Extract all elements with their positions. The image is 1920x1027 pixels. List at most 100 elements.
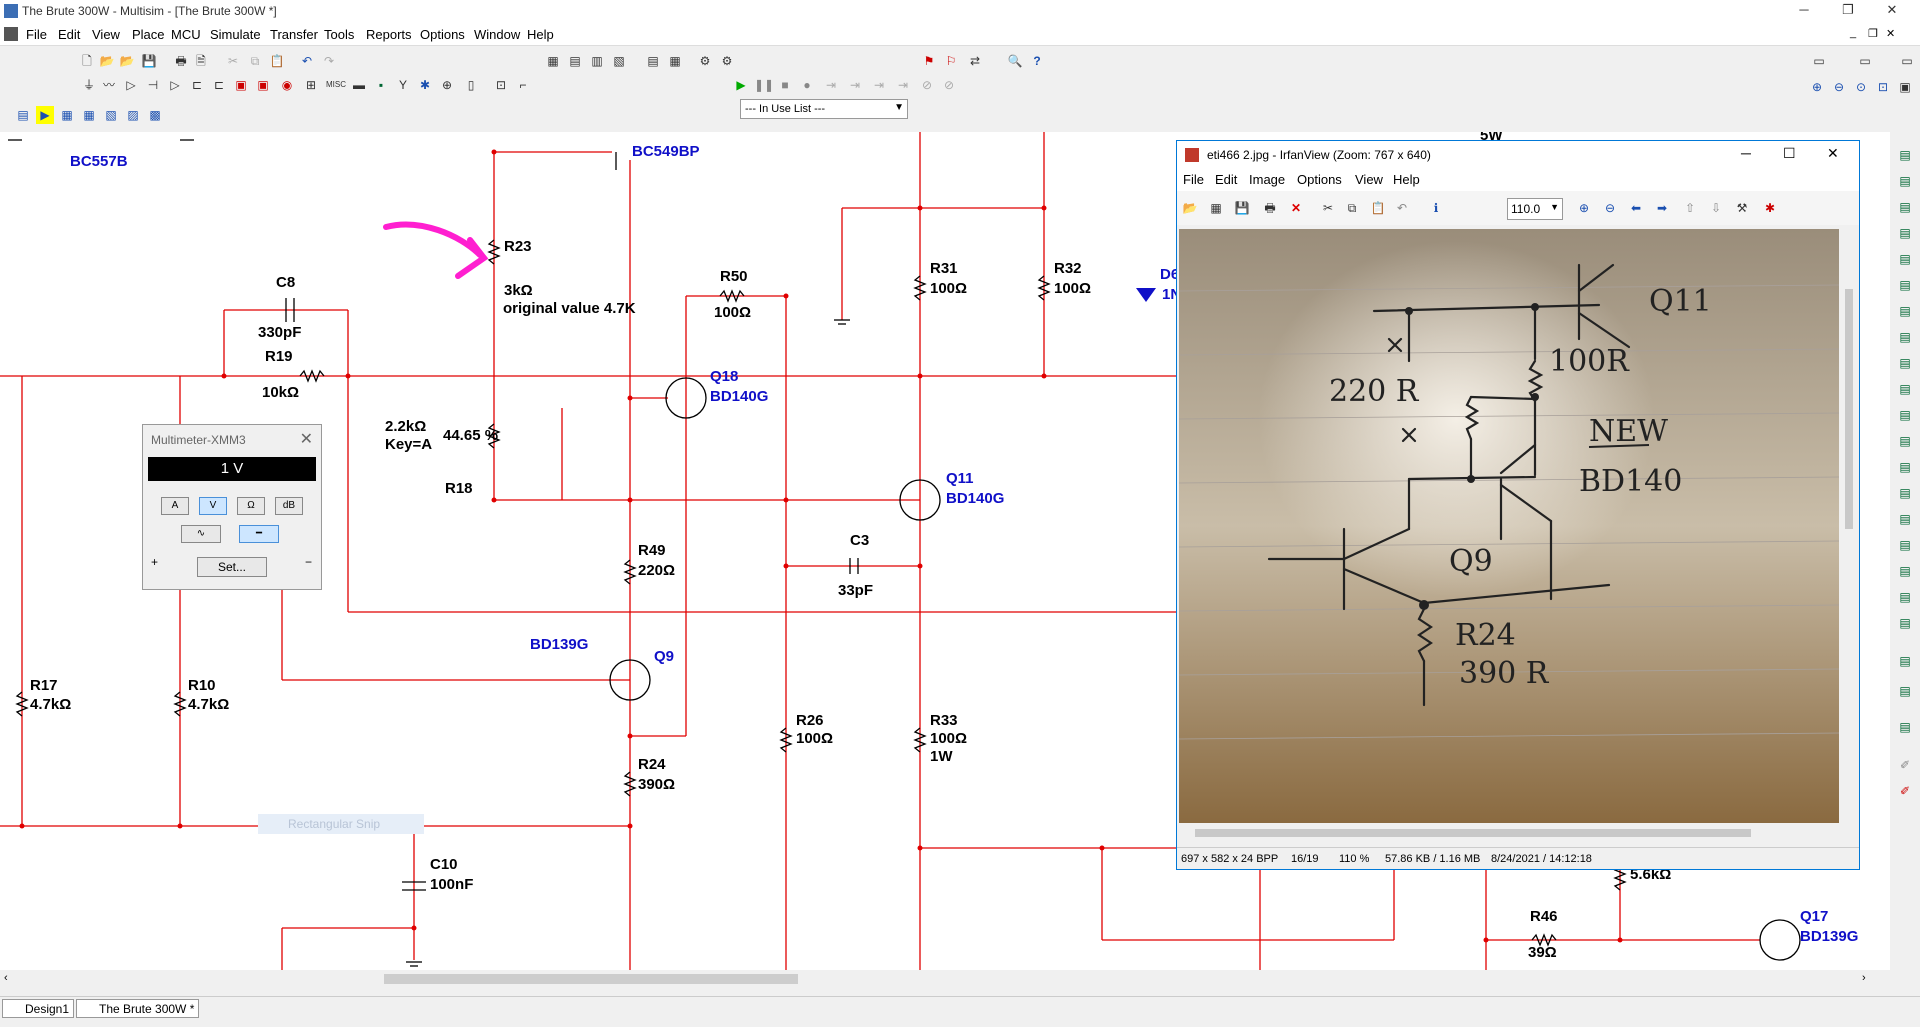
print-icon[interactable]: 🖶 — [1264, 201, 1276, 215]
set-button[interactable]: Set... — [197, 557, 267, 577]
open-icon[interactable]: 📂 — [99, 54, 115, 68]
menu-mcu[interactable]: MCU — [171, 27, 201, 42]
step-icon[interactable]: ● — [803, 78, 811, 92]
minimize-button[interactable]: ─ — [1741, 145, 1751, 161]
save-icon[interactable]: 💾 — [1234, 201, 1250, 215]
database-icon[interactable]: ▥ — [591, 54, 603, 68]
zoom-out-icon[interactable]: ⊖ — [1833, 80, 1845, 94]
misc-icon[interactable]: MISC — [326, 80, 346, 89]
step-into-icon[interactable]: ⇥ — [825, 78, 837, 92]
menu-image[interactable]: Image — [1249, 172, 1286, 187]
menu-view[interactable]: View — [92, 27, 120, 42]
connector-icon[interactable]: ⊕ — [441, 78, 453, 92]
four-channel-scope-icon[interactable]: ▤ — [1899, 252, 1911, 266]
ac-mode-button[interactable]: ∿ — [181, 525, 221, 543]
menu-file[interactable]: File — [26, 27, 47, 42]
panel-icon[interactable]: ▭ — [1901, 54, 1913, 68]
scroll-thumb[interactable] — [1195, 829, 1751, 837]
hierarchical-icon[interactable]: ⊡ — [495, 78, 507, 92]
restore-button[interactable]: ❐ — [1842, 2, 1854, 17]
erc-icon[interactable]: ⚑ — [923, 54, 935, 68]
voltmeter-button[interactable]: V — [199, 497, 227, 515]
menu-help[interactable]: Help — [527, 27, 554, 42]
multimeter-icon[interactable]: ▤ — [1899, 148, 1911, 162]
erc-clear-icon[interactable]: ⚐ — [945, 54, 957, 68]
breakpoint-icon[interactable]: ⊘ — [921, 78, 933, 92]
menu-simulate[interactable]: Simulate — [210, 27, 261, 42]
paste-icon[interactable]: 📋 — [269, 54, 285, 68]
menu-reports[interactable]: Reports — [366, 27, 412, 42]
menu-edit[interactable]: Edit — [1215, 172, 1238, 187]
scroll-thumb[interactable] — [1845, 289, 1853, 529]
remove-breakpoints-icon[interactable]: ⊘ — [943, 78, 955, 92]
transistor-icon[interactable]: ⊣ — [147, 78, 159, 92]
electromech-icon[interactable]: Y — [398, 78, 407, 92]
screen-icon[interactable]: ▭ — [1859, 54, 1871, 68]
measure-icon[interactable]: ▨ — [127, 108, 139, 122]
paste-icon[interactable]: 📋 — [1370, 201, 1386, 215]
toggle-grid-icon[interactable]: ▦ — [547, 54, 559, 68]
in-use-list-dropdown[interactable]: --- In Use List --- ▼ — [740, 99, 908, 119]
spreadsheet-icon[interactable]: ▤ — [569, 54, 581, 68]
thumbnails-icon[interactable]: ▦ — [1210, 201, 1222, 215]
labview-icon[interactable]: ▤ — [1899, 616, 1911, 630]
in-use-icon[interactable]: ⚙ — [721, 54, 733, 68]
undo-icon[interactable]: ↶ — [1396, 201, 1408, 215]
tab-the-brute-300w[interactable]: The Brute 300W * — [76, 999, 200, 1018]
menu-window[interactable]: Window — [474, 27, 521, 42]
tektronix-scope-icon[interactable]: ▤ — [1899, 590, 1911, 604]
analog-icon[interactable]: ▷ — [170, 78, 180, 92]
zoom-area-icon[interactable]: ⊙ — [1855, 80, 1867, 94]
scroll-left-icon[interactable]: ‹ — [4, 972, 8, 984]
menu-transfer[interactable]: Transfer — [270, 27, 318, 42]
open-icon[interactable]: 📂 — [1182, 201, 1198, 215]
menu-tools[interactable]: Tools — [324, 27, 355, 42]
advanced-icon[interactable]: ▬ — [353, 78, 365, 92]
ni-icon[interactable]: ✱ — [419, 78, 431, 92]
stop-icon[interactable]: ■ — [781, 78, 789, 92]
run-to-cursor-icon[interactable]: ⇥ — [897, 78, 909, 92]
grapher-icon[interactable]: ▤ — [17, 108, 29, 122]
dc-mode-button[interactable]: ━ — [239, 525, 279, 543]
logic-analyzer-icon[interactable]: ▤ — [1899, 382, 1911, 396]
ammeter-button[interactable]: A — [161, 497, 189, 515]
vertical-scrollbar[interactable] — [1841, 229, 1857, 823]
print-preview-icon[interactable]: 🗎 — [196, 54, 206, 68]
delete-icon[interactable]: ✕ — [1290, 201, 1302, 215]
close-icon[interactable]: ✕ — [299, 431, 313, 448]
network-analyzer-icon[interactable]: ▤ — [1899, 486, 1911, 500]
ttl-icon[interactable]: ⊏ — [191, 78, 203, 92]
graph-icon[interactable]: ▧ — [613, 54, 625, 68]
agilent-multimeter-icon[interactable]: ▤ — [1899, 538, 1911, 552]
copy-icon[interactable]: ⧉ — [250, 54, 260, 68]
zoom-sheet-icon[interactable]: ⊡ — [1877, 80, 1889, 94]
cut-icon[interactable]: ✂ — [1322, 201, 1334, 215]
canvas-horizontal-scrollbar[interactable]: ‹ › — [0, 970, 1890, 988]
new-icon[interactable]: 🗋 — [82, 54, 92, 68]
last-page-icon[interactable]: ⇩ — [1710, 201, 1722, 215]
mixed-icon[interactable]: ▣ — [257, 78, 269, 92]
zoom-in-icon[interactable]: ⊕ — [1811, 80, 1823, 94]
zoom-find-icon[interactable]: 🔍 — [1007, 54, 1023, 68]
sweep-icon[interactable]: ▧ — [105, 108, 117, 122]
ac-icon[interactable]: ▩ — [149, 108, 161, 122]
help-icon[interactable]: ? — [1033, 54, 1041, 68]
indicator-icon[interactable]: ◉ — [281, 78, 293, 92]
close-button[interactable]: ✕ — [1827, 145, 1839, 161]
zoom-dropdown[interactable]: 110.0 ▼ — [1507, 198, 1563, 220]
mdi-minimize-button[interactable]: _ — [1850, 27, 1857, 39]
scroll-right-icon[interactable]: › — [1862, 972, 1866, 984]
maximize-button[interactable]: ☐ — [1783, 145, 1796, 161]
zoom-in-icon[interactable]: ⊕ — [1578, 201, 1590, 215]
menu-options[interactable]: Options — [1297, 172, 1342, 187]
source-icon[interactable]: ⏚ — [82, 78, 95, 92]
analysis-icon[interactable]: ▶ — [36, 106, 54, 124]
first-page-icon[interactable]: ⇧ — [1684, 201, 1696, 215]
menu-help[interactable]: Help — [1393, 172, 1420, 187]
cmos-icon[interactable]: ⊏ — [213, 78, 225, 92]
multimeter-window[interactable]: Multimeter-XMM3 ✕ 1 V A V Ω dB ∿ ━ + − S… — [142, 424, 322, 590]
next-icon[interactable]: ➡ — [1656, 201, 1668, 215]
menu-view[interactable]: View — [1355, 172, 1383, 187]
instrument-icon[interactable]: ▭ — [1813, 54, 1825, 68]
scroll-thumb[interactable] — [384, 974, 798, 984]
